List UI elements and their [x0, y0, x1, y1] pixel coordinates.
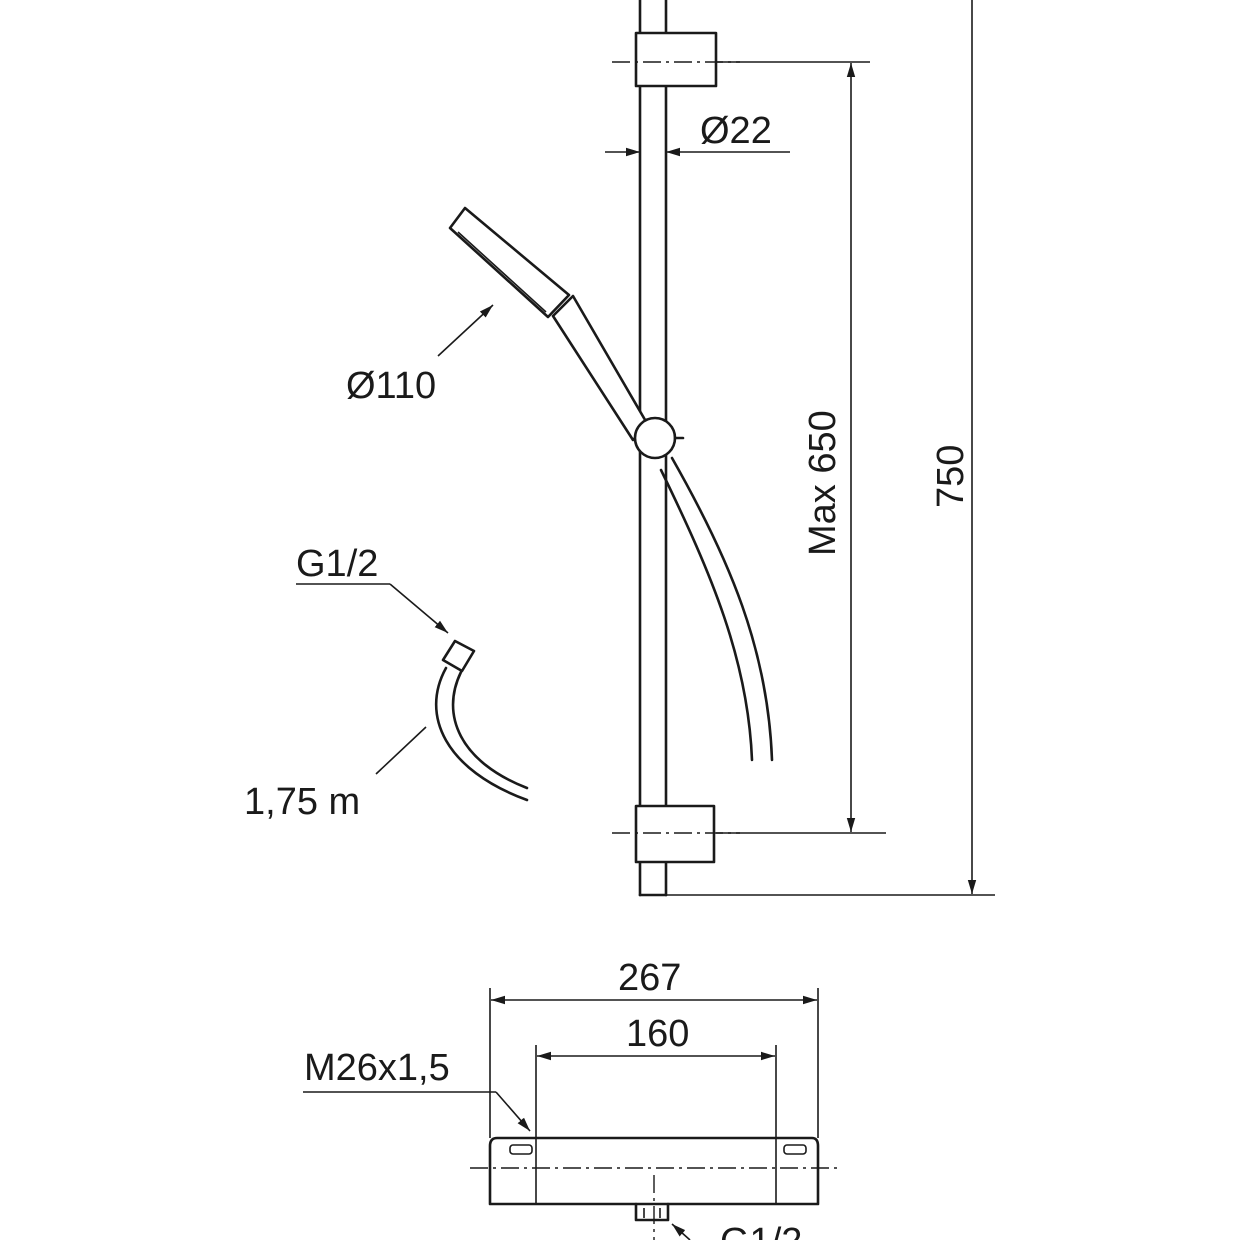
handshower-diameter-dimension: Ø110: [346, 304, 494, 407]
hose-length-label: 1,75 m: [244, 781, 360, 823]
max-height-dimension: Max 650: [716, 61, 886, 834]
rail-diameter-label: Ø22: [700, 110, 772, 152]
width-centers-label: 160: [626, 1013, 689, 1055]
total-height-dimension: 750: [666, 0, 995, 896]
outlet-thread-dimension: G1/2: [671, 1221, 802, 1240]
inlet-thread-dimension: M26x1,5: [303, 1047, 531, 1132]
total-height-label: 750: [930, 445, 972, 508]
top-bracket: [612, 31, 740, 88]
outlet-thread-label: G1/2: [720, 1221, 802, 1240]
hose-detail: G1/2 1,75 m: [244, 543, 529, 823]
inlet-thread-label: M26x1,5: [304, 1047, 450, 1089]
hose-connection-label: G1/2: [296, 543, 378, 585]
thermostat-mixer: [470, 1136, 840, 1240]
width-total-dimension: 267: [489, 957, 819, 1138]
max-height-label: Max 650: [802, 410, 844, 556]
width-centers-dimension: 160: [535, 1013, 777, 1138]
width-total-label: 267: [618, 957, 681, 999]
handshower-diameter-label: Ø110: [346, 365, 436, 407]
handshower: [448, 206, 774, 762]
rail-diameter-dimension: Ø22: [605, 110, 790, 157]
bottom-bracket: [612, 804, 740, 864]
